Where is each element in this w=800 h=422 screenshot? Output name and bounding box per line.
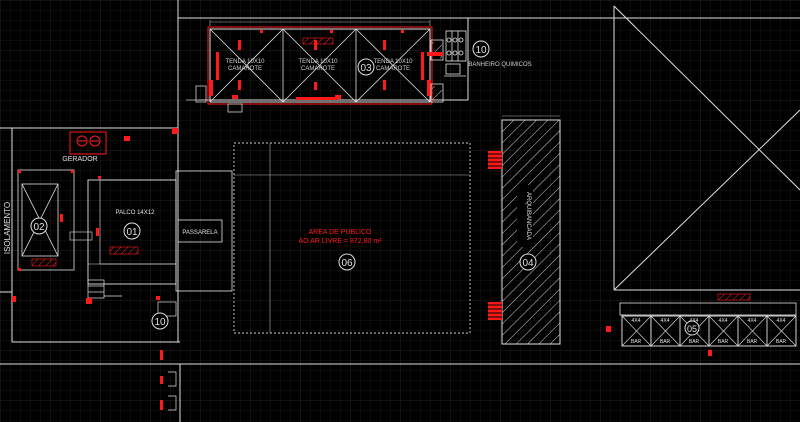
marker-10-bottom[interactable]: 10 (151, 301, 177, 330)
area-publico-label-2: AO AR LIVRE = 872,80 m² (298, 238, 382, 245)
banheiro-quimico[interactable]: BANHEIRO QUIMICOS (427, 30, 532, 103)
tenda-mid-label-2: CAMAROTE (301, 66, 335, 72)
area-publico-label-1: AREA DE PUBLICO (308, 229, 372, 236)
svg-text:4X4: 4X4 (719, 318, 728, 324)
svg-text:01: 01 (126, 227, 138, 238)
svg-text:4X4: 4X4 (632, 318, 641, 324)
marker-10-top[interactable]: 10 (472, 40, 490, 58)
bar-module-2[interactable]: 4X4 BAR (650, 315, 681, 347)
tenda-left-label-1: TENDA 10X10 (225, 59, 265, 65)
marker-05[interactable]: 05 (684, 320, 700, 336)
svg-text:4X4: 4X4 (748, 318, 757, 324)
svg-text:4X4: 4X4 (777, 318, 786, 324)
passarela[interactable]: PASSARELA (175, 170, 233, 292)
marker-06[interactable]: 06 (338, 253, 356, 271)
svg-text:03: 03 (360, 63, 372, 74)
svg-text:BAR: BAR (660, 339, 671, 345)
svg-text:02: 02 (33, 222, 45, 233)
marker-02[interactable]: 02 (30, 217, 48, 235)
svg-text:04: 04 (522, 258, 534, 269)
tenda-grande-direita[interactable] (613, 5, 800, 291)
svg-text:4X4: 4X4 (661, 318, 670, 324)
marker-03[interactable]: 03 (357, 58, 375, 76)
marker-01[interactable]: 01 (123, 222, 141, 240)
tenda-right-label-2: CAMAROTE (376, 66, 410, 72)
marker-04[interactable]: 04 (519, 253, 537, 271)
escada-palco (86, 279, 122, 304)
tenda-right-label-1: TENDA 10X10 (373, 59, 413, 65)
svg-text:BAR: BAR (631, 339, 642, 345)
gerador-label: GERADOR (62, 156, 97, 163)
svg-text:10: 10 (154, 317, 166, 328)
tenda-left-label-2: CAMAROTE (228, 66, 262, 72)
bar-module-6[interactable]: 4X4 BAR (766, 315, 797, 347)
svg-text:10: 10 (475, 45, 487, 56)
area-publico[interactable]: AREA DE PUBLICO AO AR LIVRE = 872,80 m² (233, 142, 471, 334)
tenda-camarote-group[interactable]: TENDA 10X10 CAMAROTE TENDA 10X10 CAMAROT… (186, 20, 433, 113)
svg-text:BAR: BAR (689, 339, 700, 345)
bares[interactable]: 4X4 BAR 4X4 BAR 4X4 BAR 4X4 BAR 4X4 BAR (606, 293, 797, 356)
arquibancada[interactable]: ARQUIBANCADA (488, 115, 561, 345)
isolamento-label: ISOLAMENTO (3, 202, 12, 254)
svg-text:BAR: BAR (718, 339, 729, 345)
tenda-mid-label-1: TENDA 10X10 (298, 59, 338, 65)
arquibancada-label: ARQUIBANCADA (525, 192, 531, 240)
sinalizacao-vertical (160, 350, 163, 410)
gerador[interactable]: GERADOR (62, 131, 130, 163)
passarela-label: PASSARELA (182, 230, 217, 236)
svg-text:06: 06 (341, 258, 353, 269)
svg-text:BAR: BAR (776, 339, 787, 345)
palco-label: PALCO 14X12 (116, 210, 156, 216)
banheiro-label: BANHEIRO QUIMICOS (468, 62, 531, 68)
svg-text:BAR: BAR (747, 339, 758, 345)
svg-text:05: 05 (687, 324, 697, 334)
